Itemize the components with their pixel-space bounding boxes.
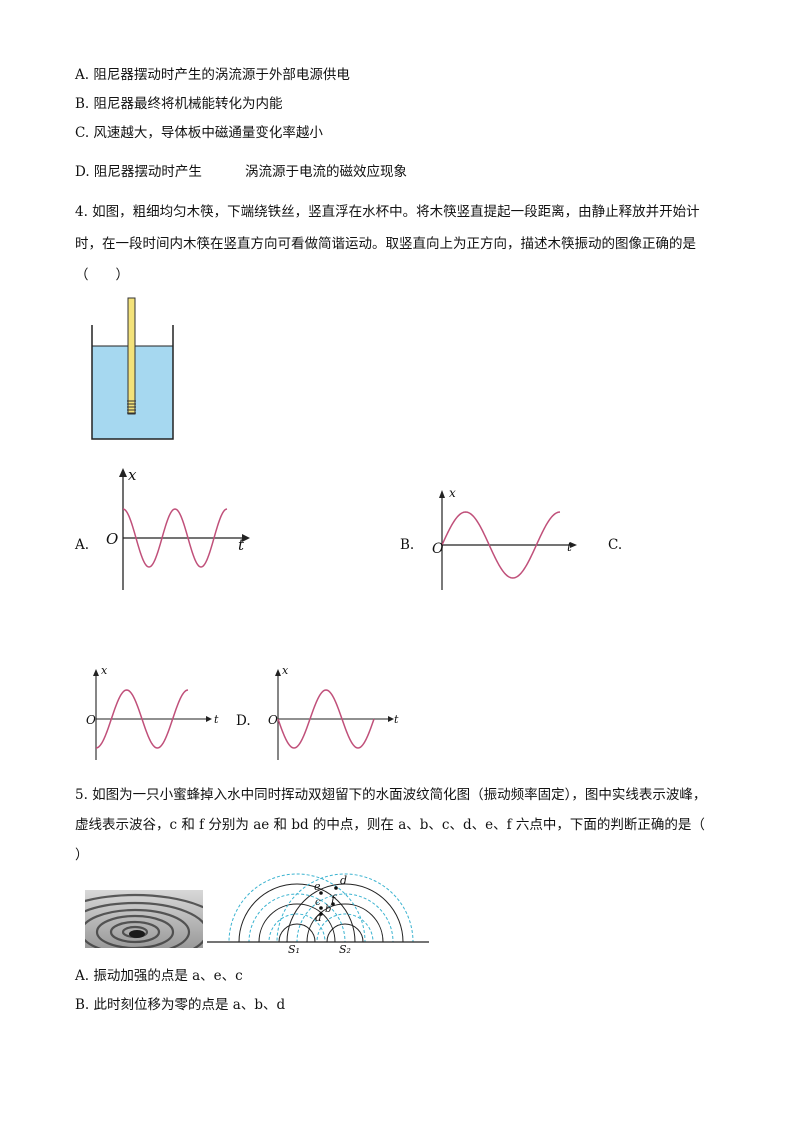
bee-icon	[129, 930, 145, 938]
q5-option-a: A. 振动加强的点是 a、e、c	[75, 968, 243, 984]
label-s1: S₁	[288, 943, 300, 956]
graph-c-curve	[95, 689, 189, 749]
t-arrow	[388, 716, 394, 722]
graph-b	[439, 490, 577, 590]
q4-option-d-label: D.	[236, 713, 251, 729]
point-d	[334, 886, 338, 890]
q4-option-b-label: B.	[400, 537, 415, 553]
q3-option-d-part2: 涡流源于电流的磁效应现象	[245, 164, 407, 180]
q3-option-d-part1: D. 阻尼器摆动时产生	[75, 164, 202, 180]
graph-d-origin-label: O	[268, 713, 278, 727]
x-arrow	[275, 669, 281, 676]
label-s2: S₂	[339, 943, 351, 956]
cup-with-chopstick-figure	[91, 297, 174, 440]
graph-a-curve	[122, 508, 228, 568]
graph-a-axis-t-label: t	[238, 536, 245, 554]
q5-stem-line1: 5. 如图为一只小蜜蜂掉入水中同时挥动双翅留下的水面波纹简化图（振动频率固定），…	[75, 787, 707, 803]
label-d: d	[340, 874, 348, 887]
label-c: c	[315, 897, 321, 908]
q4-option-c-label: C.	[608, 537, 623, 553]
graph-a	[119, 468, 250, 590]
graph-d-curve	[277, 689, 375, 749]
q3-option-a: A. 阻尼器摆动时产生的涡流源于外部电源供电	[75, 67, 350, 83]
graph-b-curve	[441, 511, 561, 579]
wave-interference-diagram	[207, 873, 429, 943]
q3-option-b: B. 阻尼器最终将机械能转化为内能	[75, 96, 283, 112]
t-arrow	[242, 534, 250, 542]
label-f: f	[331, 893, 336, 906]
graph-a-axis-x-label: x	[128, 466, 137, 484]
graph-c-axis-x-label: x	[101, 664, 108, 677]
point-c	[319, 906, 323, 910]
q5-stem-line2: 虚线表示波谷，c 和 f 分别为 ae 和 bd 的中点，则在 a、b、c、d、…	[75, 817, 705, 833]
point-f	[331, 902, 335, 906]
iron-wire-coil	[127, 400, 136, 414]
graph-d	[275, 669, 394, 760]
chopstick	[127, 297, 136, 415]
point-a	[319, 912, 323, 916]
graph-b-axis-x-label: x	[449, 486, 456, 500]
cup-outline	[91, 325, 174, 440]
graph-b-origin-label: O	[432, 541, 444, 557]
label-e: e	[314, 880, 321, 893]
graph-d-axis-t-label: t	[394, 713, 399, 726]
bee-ripple-photo	[85, 890, 203, 948]
point-e	[319, 891, 323, 895]
x-arrow	[439, 490, 445, 498]
graph-a-origin-label: O	[106, 530, 119, 548]
graph-c-origin-label: O	[86, 713, 96, 727]
graph-c	[93, 669, 212, 760]
q4-stem-line1: 4. 如图，粗细均匀木筷，下端绕铁丝，竖直浮在水杯中。将木筷竖直提起一段距离，由…	[75, 204, 700, 220]
q4-stem-line2: 时，在一段时间内木筷在竖直方向可看做简谐运动。取竖直向上为正方向，描述木筷振动的…	[75, 236, 696, 252]
t-arrow	[206, 716, 212, 722]
x-arrow	[119, 468, 127, 477]
q4-option-a-label: A.	[75, 537, 90, 553]
q4-stem-line3: （ ）	[75, 267, 129, 283]
label-a: a	[315, 911, 322, 924]
q3-option-c: C. 风速越大，导体板中磁通量变化率越小	[75, 125, 323, 141]
q5-stem-line3: ）	[75, 847, 89, 863]
label-b: b	[325, 904, 332, 915]
t-arrow	[570, 542, 577, 548]
graph-d-axis-x-label: x	[282, 664, 289, 677]
x-arrow	[93, 669, 99, 676]
graph-c-axis-t-label: t	[214, 713, 219, 726]
q5-option-b: B. 此时刻位移为零的点是 a、b、d	[75, 997, 286, 1013]
graph-b-axis-t-label: t	[567, 540, 572, 554]
